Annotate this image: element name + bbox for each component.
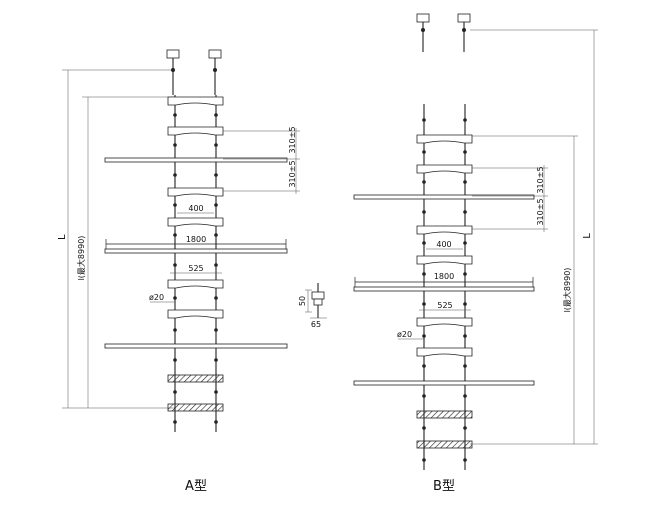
rung-width-label-b: 400 — [436, 240, 451, 249]
ladder-type-b: L l(最大8990) — [353, 13, 598, 494]
platform-bar-a-1 — [104, 157, 288, 163]
diameter-label-a: ø20 — [149, 293, 164, 302]
spacing-label-b-1: 310±5 — [536, 166, 545, 193]
rungs-a — [167, 96, 224, 412]
spacing-label-b-2: 310±5 — [536, 198, 545, 225]
platform-bar-a-2 — [104, 248, 288, 254]
platform-bar-b-3 — [353, 380, 535, 386]
diameter-label-b: ø20 — [397, 330, 412, 339]
caption-type-a: A型 — [185, 479, 207, 494]
dim-l-label-b: L — [582, 233, 593, 239]
bolts-a — [173, 113, 218, 424]
ladder-type-a: L l(最大8990) — [57, 49, 300, 494]
post-width-label-a: 525 — [188, 264, 203, 273]
rungs-b — [416, 134, 473, 449]
rung-width-label-a: 400 — [188, 204, 203, 213]
detail-height-label: 50 — [298, 296, 307, 306]
platform-bar-b-2 — [353, 286, 535, 292]
caption-type-b: B型 — [433, 479, 455, 494]
top-hanger-a — [166, 49, 222, 95]
platform-bar-a-3 — [104, 343, 288, 349]
post-width-label-b: 525 — [437, 301, 452, 310]
top-hanger-b — [416, 13, 471, 52]
detail-width-label: 65 — [311, 320, 321, 329]
bolts-b — [422, 118, 467, 462]
platform-bar-b-1 — [353, 194, 535, 200]
platform-width-label-a: 1800 — [186, 235, 206, 244]
dim-lmax-label-b: l(最大8990) — [562, 268, 572, 313]
bolt-detail: 50 65 — [298, 283, 327, 329]
dim-lmax-label-a: l(最大8990) — [76, 236, 86, 281]
platform-width-label-b: 1800 — [434, 272, 454, 281]
spacing-label-a-1: 310±5 — [288, 126, 297, 153]
spacing-label-a-2: 310±5 — [288, 160, 297, 187]
dim-l-label-a: L — [57, 234, 68, 240]
